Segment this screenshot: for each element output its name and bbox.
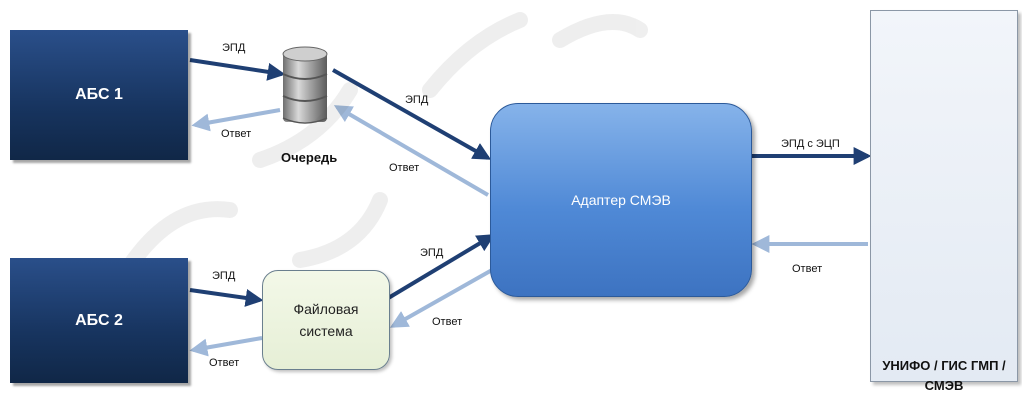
external-system-label: УНИФО / ГИС ГМП / СМЭВ bbox=[871, 356, 1017, 396]
adapter-label: Адаптер СМЭВ bbox=[571, 192, 671, 208]
node-smev-adapter: Адаптер СМЭВ bbox=[490, 103, 752, 297]
external-label-line1: УНИФО / ГИС ГМП / bbox=[882, 358, 1006, 373]
arrow-abs1-to-queue bbox=[189, 58, 286, 81]
file-system-label-line2: система bbox=[299, 323, 353, 339]
node-abs2: АБС 2 bbox=[10, 258, 188, 383]
label-answer-queue-abs1: Ответ bbox=[221, 128, 252, 140]
arrow-abs2-to-filesystem bbox=[189, 288, 264, 307]
arrow-queue-to-abs1 bbox=[191, 108, 281, 132]
label-answer-adapter-fs: Ответ bbox=[432, 316, 463, 328]
arrow-filesystem-to-adapter bbox=[383, 234, 496, 302]
external-label-line2: СМЭВ bbox=[924, 378, 964, 393]
label-answer-fs-abs2: Ответ bbox=[209, 357, 240, 369]
arrow-adapter-to-filesystem bbox=[389, 268, 493, 328]
arrow-adapter-to-queue bbox=[333, 105, 490, 197]
arrow-filesystem-to-abs2 bbox=[189, 336, 263, 357]
label-epd-signed: ЭПД с ЭЦП bbox=[781, 138, 840, 150]
queue-label: Очередь bbox=[281, 150, 338, 165]
label-epd-queue-adapter: ЭПД bbox=[405, 94, 429, 106]
node-file-system: Файловая система bbox=[262, 270, 390, 370]
label-epd-abs1-queue: ЭПД bbox=[222, 42, 246, 54]
file-system-label-line1: Файловая bbox=[293, 301, 359, 317]
database-icon bbox=[282, 46, 328, 124]
label-epd-fs-adapter: ЭПД bbox=[420, 247, 444, 259]
node-external-system: УНИФО / ГИС ГМП / СМЭВ bbox=[870, 10, 1018, 393]
arrow-queue-to-adapter bbox=[332, 68, 492, 160]
label-answer-external-adapter: Ответ bbox=[792, 263, 823, 275]
node-abs1: АБС 1 bbox=[10, 30, 188, 160]
node-abs1-label: АБС 1 bbox=[75, 86, 123, 103]
label-epd-abs2-fs: ЭПД bbox=[212, 270, 236, 282]
node-abs2-label: АБС 2 bbox=[75, 311, 123, 329]
label-answer-adapter-queue: Ответ bbox=[389, 162, 420, 174]
diagram-canvas: АБС 1 АБС 2 Очередь Файловая система Ада… bbox=[10, 10, 1018, 393]
